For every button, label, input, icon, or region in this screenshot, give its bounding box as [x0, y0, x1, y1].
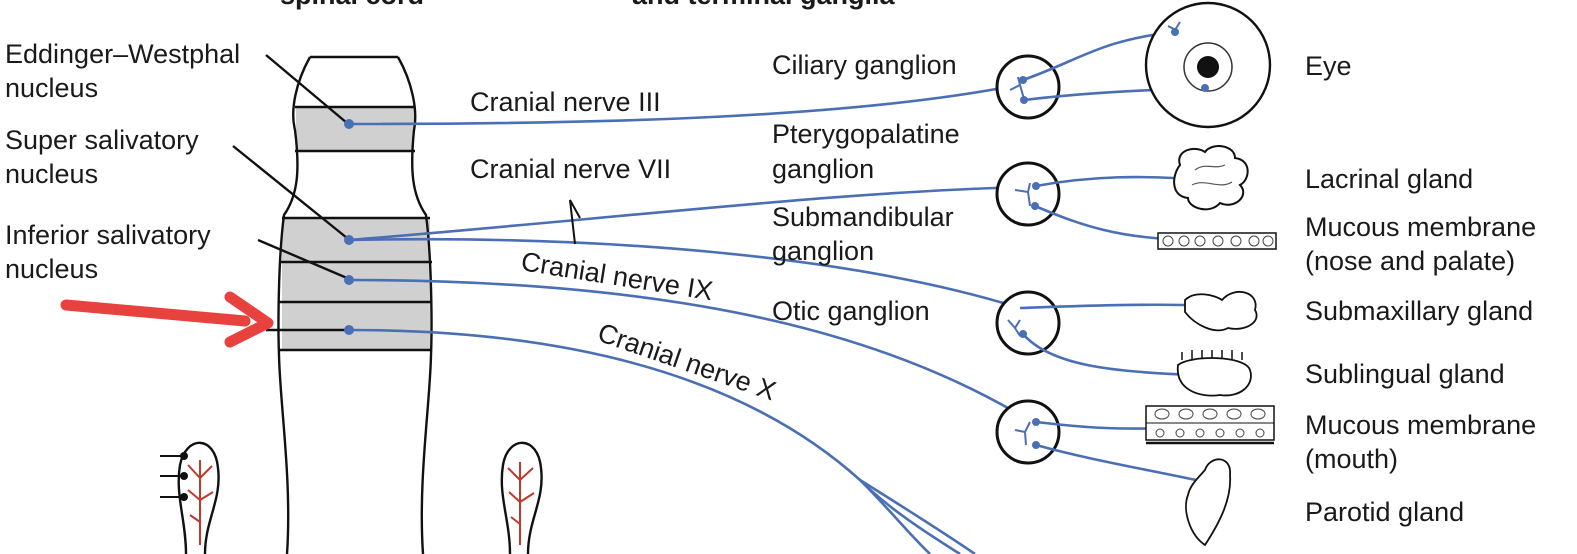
postganglionic-fibers — [1019, 30, 1206, 484]
label-super-salivatory-line1: Super salivatory — [5, 125, 199, 155]
label-submandibular-line2: ganglion — [772, 236, 874, 266]
label-mucous-mouth-line1: Mucous membrane — [1305, 410, 1536, 440]
parotid-gland — [1185, 458, 1231, 547]
nerve-labels: Cranial nerve III Cranial nerve VII Cran… — [470, 87, 780, 406]
mouth-mucosa — [1145, 405, 1275, 445]
fiber-cn-iii — [348, 83, 1019, 126]
ganglia — [995, 54, 1061, 465]
label-eddinger-line2: nucleus — [5, 73, 98, 103]
label-mucous-nose-line2: (nose and palate) — [1305, 246, 1515, 276]
label-eddinger-line1: Eddinger–Westphal — [5, 39, 240, 69]
submandibular-ganglion — [995, 290, 1061, 356]
label-cranial-nerve-ix: Cranial nerve IX — [519, 246, 715, 306]
label-eye: Eye — [1305, 51, 1352, 81]
label-mucous-nose-line1: Mucous membrane — [1305, 212, 1536, 242]
label-cranial-nerve-iii: Cranial nerve III — [470, 87, 661, 117]
header-terminal-ganglia: and terminal ganglia — [632, 0, 896, 10]
otic-ganglion — [995, 399, 1061, 465]
label-sublingual-gland: Sublingual gland — [1305, 359, 1505, 389]
fiber-cn-vii-submandibular — [348, 237, 1021, 310]
header-spinal-cord: spinal cord — [280, 0, 424, 10]
arrow-icon — [60, 291, 274, 348]
leader-lines — [232, 54, 348, 332]
target-labels: Eye Lacrinal gland Mucous membrane (nose… — [1305, 51, 1536, 527]
label-super-salivatory-line2: nucleus — [5, 159, 98, 189]
fiber-cn-ix — [348, 278, 1036, 426]
label-inferior-salivatory-line1: Inferior salivatory — [5, 220, 211, 250]
label-cranial-nerve-x: Cranial nerve X — [594, 317, 780, 406]
ciliary-ganglion — [995, 54, 1061, 120]
label-pterygopalatine-line1: Pterygopalatine — [772, 119, 960, 149]
submaxillary-gland — [1184, 291, 1258, 332]
label-inferior-salivatory-line2: nucleus — [5, 254, 98, 284]
fiber-cn-vii-pterygopalatine — [348, 185, 1036, 242]
nerve-fibers — [344, 83, 1036, 554]
fiber-cn-x-b — [859, 478, 976, 554]
label-mucous-mouth-line2: (mouth) — [1305, 444, 1398, 474]
label-ciliary-ganglion: Ciliary ganglion — [772, 50, 957, 80]
label-parotid-gland: Parotid gland — [1305, 497, 1464, 527]
label-submaxillary-gland: Submaxillary gland — [1305, 296, 1533, 326]
label-pterygopalatine-line2: ganglion — [772, 154, 874, 184]
bottom-left-vessel-structure — [160, 441, 220, 554]
label-lacrinal-gland: Lacrinal gland — [1305, 164, 1473, 194]
nasal-mucosa — [1157, 232, 1277, 250]
fiber-cn-x-a — [348, 328, 931, 554]
sublingual-gland — [1181, 350, 1243, 360]
pterygopalatine-ganglion — [995, 161, 1061, 227]
nucleus-labels: Eddinger–Westphal nucleus Super salivato… — [5, 39, 240, 284]
label-submandibular-line1: Submandibular — [772, 202, 954, 232]
gland-icon — [1145, 145, 1277, 547]
column-outline-left — [277, 56, 312, 554]
band-eddinger-westphal — [296, 107, 414, 151]
ganglion-labels: Ciliary ganglion Pterygopalatine ganglio… — [772, 50, 960, 326]
label-cranial-nerve-vii: Cranial nerve VII — [470, 154, 671, 184]
bottom-right-vessel-structure — [500, 441, 543, 554]
eye-icon — [1144, 1, 1272, 129]
lacrimal-gland — [1173, 145, 1249, 211]
label-otic-ganglion: Otic ganglion — [772, 296, 930, 326]
fiber-cn-x-c — [859, 479, 961, 554]
brainstem-column — [277, 55, 433, 554]
